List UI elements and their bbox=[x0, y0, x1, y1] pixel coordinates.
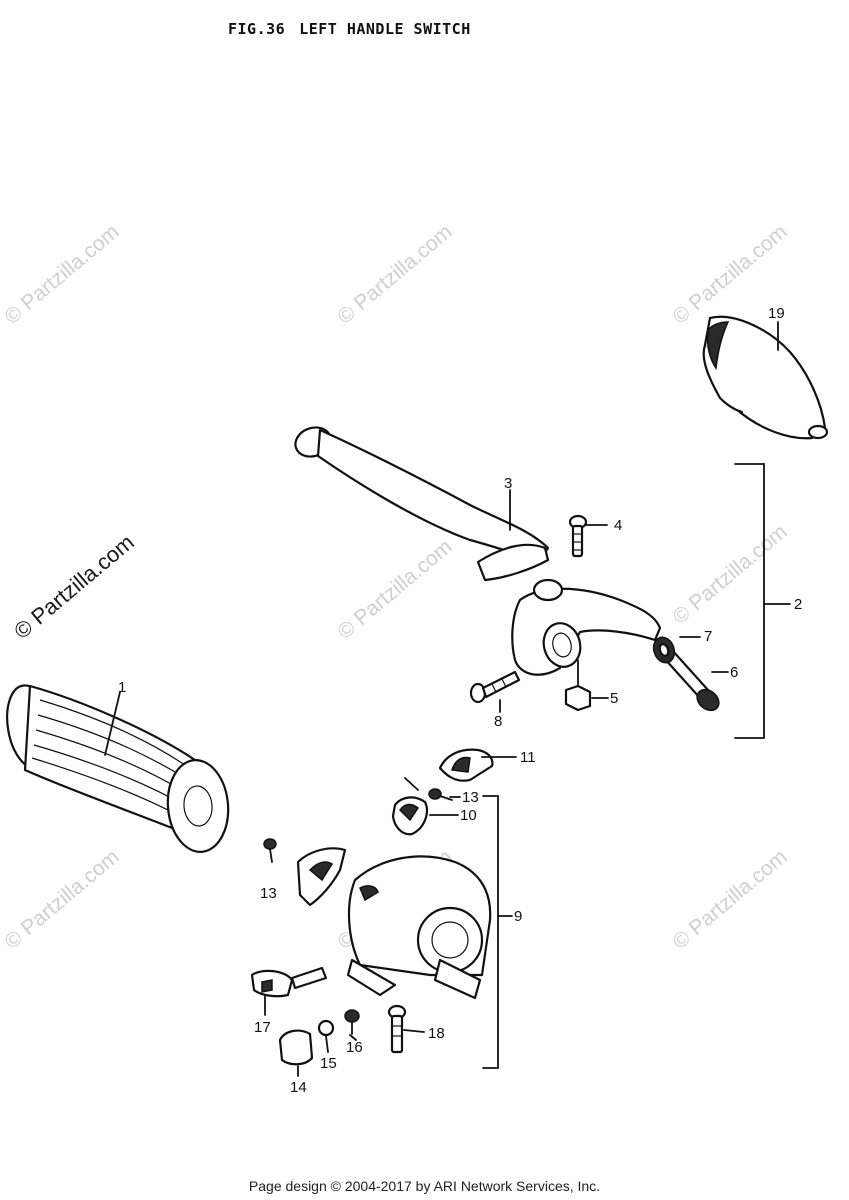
part-13-screw-upper bbox=[428, 788, 453, 801]
watermark: © Partzilla.com bbox=[333, 220, 456, 329]
part-16-screw bbox=[344, 1009, 360, 1035]
watermark: © Partzilla.com bbox=[0, 845, 123, 954]
part-19-lever-cover bbox=[702, 315, 829, 440]
part-11-switch-knob bbox=[438, 748, 494, 782]
callout-6: 6 bbox=[730, 664, 738, 681]
callout-16: 16 bbox=[346, 1039, 363, 1056]
watermark: © Partzilla.com bbox=[668, 845, 791, 954]
part-9-switch-housing bbox=[346, 855, 492, 1000]
page-footer: Page design © 2004-2017 by ARI Network S… bbox=[248, 1178, 601, 1194]
part-7-washer bbox=[652, 636, 676, 664]
callout-17: 17 bbox=[254, 1019, 271, 1036]
callout-14: 14 bbox=[290, 1079, 307, 1096]
callout-9: 9 bbox=[514, 908, 522, 925]
part-2-lever-holder bbox=[511, 578, 662, 676]
watermark: © Partzilla.com bbox=[0, 220, 123, 329]
callout-7: 7 bbox=[704, 628, 712, 645]
callout-19: 19 bbox=[768, 305, 785, 322]
callout-18: 18 bbox=[428, 1025, 445, 1042]
part-12-switch-plate bbox=[296, 847, 347, 907]
callout-1: 1 bbox=[118, 679, 126, 696]
part-4-bolt bbox=[568, 514, 588, 558]
part-1-grip bbox=[6, 684, 230, 853]
leader-lines bbox=[104, 321, 791, 1077]
callout-5: 5 bbox=[610, 690, 618, 707]
callout-2: 2 bbox=[794, 596, 802, 613]
callout-13-left: 13 bbox=[260, 885, 277, 902]
callout-15: 15 bbox=[320, 1055, 337, 1072]
part-14-button bbox=[278, 1029, 314, 1066]
part-10-knob bbox=[391, 796, 429, 836]
part-17-switch bbox=[250, 966, 328, 998]
callout-10: 10 bbox=[460, 807, 477, 824]
watermarks: © Partzilla.com © Partzilla.com © Partzi… bbox=[0, 220, 791, 954]
part-8-screw bbox=[469, 670, 521, 704]
part-18-screw bbox=[387, 1004, 407, 1054]
part-13-screw-left bbox=[263, 838, 277, 863]
callout-11: 11 bbox=[520, 749, 536, 766]
callout-3: 3 bbox=[504, 475, 512, 492]
figure-title: FIG.36 LEFT HANDLE SWITCH bbox=[228, 20, 485, 38]
callout-8: 8 bbox=[494, 713, 502, 730]
part-15-spring bbox=[317, 1019, 335, 1037]
part-6-pivot-bolt bbox=[662, 648, 720, 712]
callout-13-upper: 13 bbox=[462, 789, 479, 806]
figure-number: FIG.36 bbox=[228, 20, 286, 38]
part-5-nut bbox=[564, 659, 592, 712]
watermark-dark: © Partzilla.com bbox=[9, 529, 139, 643]
figure-name: LEFT HANDLE SWITCH bbox=[299, 20, 471, 38]
callouts: 19 3 4 2 7 6 5 8 1 11 13 10 9 13 17 18 1… bbox=[118, 305, 802, 1096]
callout-4: 4 bbox=[614, 517, 622, 534]
watermark: © Partzilla.com bbox=[333, 535, 456, 644]
watermark: © Partzilla.com bbox=[668, 520, 791, 629]
part-3-clutch-lever bbox=[294, 426, 550, 582]
